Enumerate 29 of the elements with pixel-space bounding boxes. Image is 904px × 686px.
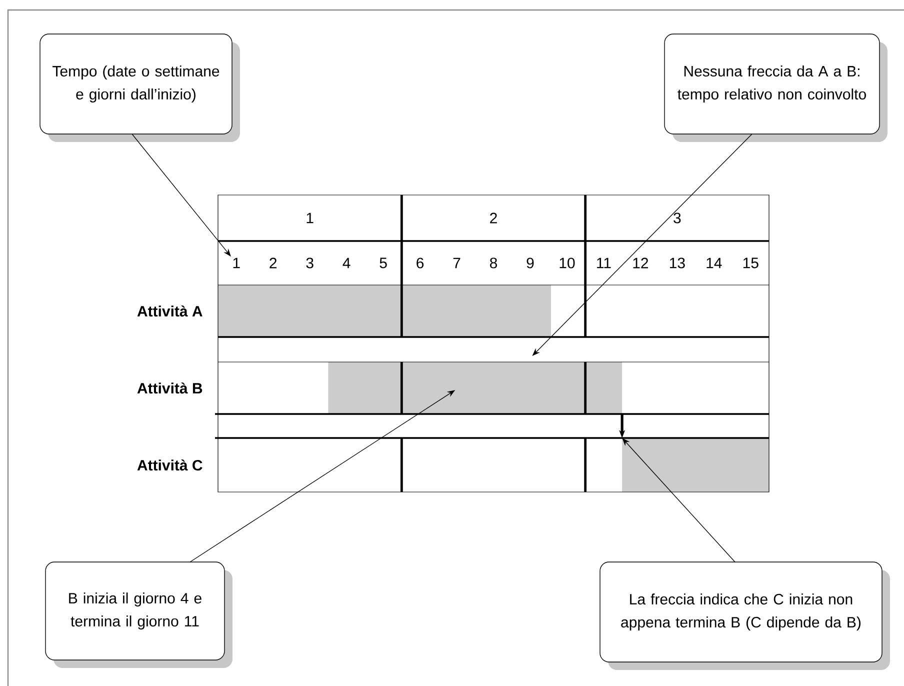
day-number: 1 bbox=[233, 258, 240, 268]
gantt-bar bbox=[218, 285, 551, 337]
row-label: Attività A bbox=[137, 305, 202, 317]
day-number: 4 bbox=[342, 258, 350, 268]
day-number: 9 bbox=[526, 258, 534, 268]
day-number: 7 bbox=[453, 258, 460, 268]
leader-line bbox=[622, 438, 736, 562]
callout-box: B inizia il giorno 4 e termina il giorno 11 bbox=[45, 562, 232, 668]
day-number: 10 bbox=[560, 258, 575, 268]
week-number: 2 bbox=[490, 212, 497, 224]
callout-box: Tempo (date o settimane e giorni dall’inizio) bbox=[40, 34, 240, 142]
day-number: 13 bbox=[670, 258, 685, 268]
day-number: 6 bbox=[416, 258, 424, 268]
gantt-bar bbox=[622, 438, 769, 492]
day-number: 11 bbox=[597, 258, 611, 268]
gantt-bar bbox=[328, 362, 622, 414]
day-number: 12 bbox=[633, 258, 648, 268]
day-number: 8 bbox=[490, 258, 498, 268]
callout-box: Nessuna freccia da A a B: tempo relativo non coinvolto bbox=[664, 34, 888, 142]
row-label: Attività B bbox=[137, 382, 202, 394]
day-number: 2 bbox=[270, 258, 277, 268]
row-label: Attività C bbox=[137, 459, 202, 471]
week-number: 1 bbox=[306, 212, 314, 224]
day-number: 5 bbox=[380, 258, 387, 268]
day-number: 14 bbox=[706, 258, 722, 268]
day-number: 3 bbox=[306, 258, 314, 268]
week-number: 3 bbox=[674, 212, 681, 224]
callout-box: La freccia indica che C inizia non appena termina B (C dipende da B) bbox=[600, 562, 890, 670]
day-number: 15 bbox=[743, 258, 758, 268]
